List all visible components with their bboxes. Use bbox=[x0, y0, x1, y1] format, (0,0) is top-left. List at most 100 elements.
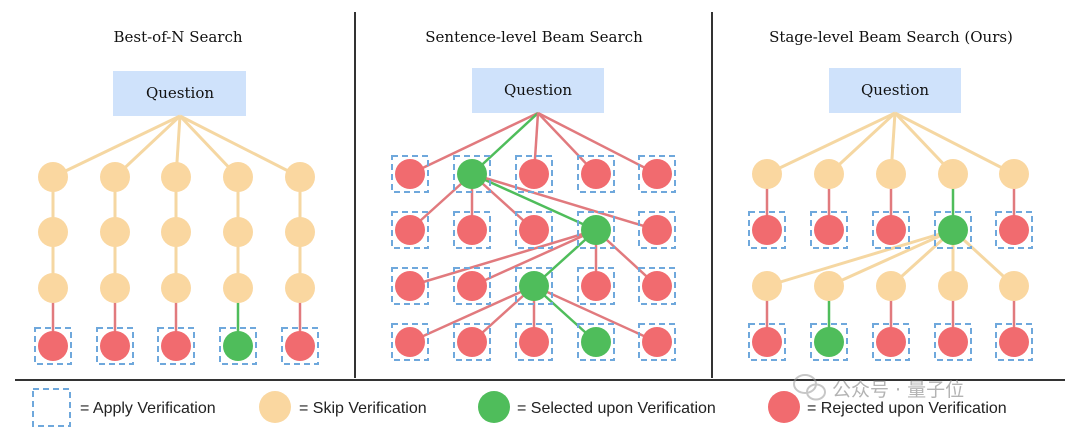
question-label: Question bbox=[146, 84, 214, 102]
rejected-node bbox=[395, 327, 425, 357]
skipped-node bbox=[100, 162, 130, 192]
rejected-node bbox=[876, 327, 906, 357]
verification-box bbox=[515, 211, 553, 249]
rejected-node bbox=[395, 215, 425, 245]
selected-node bbox=[581, 215, 611, 245]
verification-box bbox=[577, 323, 615, 361]
question-box-sentence-beam: Question bbox=[472, 68, 604, 113]
skipped-node bbox=[999, 271, 1029, 301]
skipped-node bbox=[223, 273, 253, 303]
rejected-node bbox=[519, 327, 549, 357]
edge-rejected bbox=[409, 228, 597, 288]
rejected-node bbox=[581, 271, 611, 301]
verification-box bbox=[638, 323, 676, 361]
rejected-node bbox=[457, 327, 487, 357]
rejected-node bbox=[642, 159, 672, 189]
nodes-layer bbox=[34, 155, 1033, 365]
edge-rejected bbox=[533, 284, 658, 344]
verification-box bbox=[872, 323, 910, 361]
selected-node bbox=[519, 271, 549, 301]
rejected-node bbox=[999, 215, 1029, 245]
edge-rejected bbox=[537, 111, 658, 176]
legend-skip-verification-label: = Skip Verification bbox=[299, 400, 427, 417]
rejected-node bbox=[100, 331, 130, 361]
skipped-node bbox=[814, 159, 844, 189]
verification-box bbox=[638, 155, 676, 193]
skipped-node bbox=[752, 159, 782, 189]
legend-apply-verification-icon bbox=[32, 388, 71, 427]
rejected-node bbox=[876, 215, 906, 245]
skipped-node bbox=[223, 162, 253, 192]
edge-skip bbox=[766, 228, 954, 288]
skipped-node bbox=[161, 162, 191, 192]
skipped-node bbox=[38, 162, 68, 192]
selected-node bbox=[938, 215, 968, 245]
edge-rejected bbox=[409, 284, 535, 344]
verification-box bbox=[281, 327, 319, 365]
rejected-node bbox=[395, 271, 425, 301]
skipped-node bbox=[752, 271, 782, 301]
verification-box bbox=[453, 323, 491, 361]
edge-selected bbox=[471, 172, 597, 232]
skipped-node bbox=[814, 271, 844, 301]
skipped-node bbox=[285, 217, 315, 247]
verification-box bbox=[96, 327, 134, 365]
rejected-node bbox=[395, 159, 425, 189]
rejected-node bbox=[999, 327, 1029, 357]
verification-box bbox=[391, 211, 429, 249]
question-box-best-of-n: Question bbox=[113, 71, 246, 116]
wechat-icon bbox=[793, 374, 826, 401]
panel-title-stage-beam: Stage-level Beam Search (Ours) bbox=[769, 28, 1013, 46]
legend-rejected-label: = Rejected upon Verification bbox=[807, 400, 1007, 417]
verification-box bbox=[577, 211, 615, 249]
legend: = Apply Verification = Skip Verification… bbox=[32, 388, 1007, 427]
verification-box bbox=[577, 267, 615, 305]
verification-box bbox=[934, 211, 972, 249]
rejected-node bbox=[38, 331, 68, 361]
rejected-node bbox=[752, 327, 782, 357]
skipped-node bbox=[876, 271, 906, 301]
skipped-node bbox=[38, 273, 68, 303]
rejected-node bbox=[519, 215, 549, 245]
skipped-node bbox=[876, 159, 906, 189]
verification-box bbox=[157, 327, 195, 365]
verification-box bbox=[515, 267, 553, 305]
verification-box bbox=[810, 323, 848, 361]
rejected-node bbox=[814, 215, 844, 245]
verification-box bbox=[453, 155, 491, 193]
verification-box bbox=[391, 323, 429, 361]
rejected-node bbox=[642, 215, 672, 245]
rejected-node bbox=[519, 159, 549, 189]
skipped-node bbox=[223, 217, 253, 247]
skipped-node bbox=[285, 273, 315, 303]
skipped-node bbox=[285, 162, 315, 192]
rejected-node bbox=[285, 331, 315, 361]
skipped-node bbox=[938, 271, 968, 301]
legend-selected-icon bbox=[478, 391, 510, 423]
rejected-node bbox=[642, 271, 672, 301]
verification-box bbox=[515, 323, 553, 361]
verification-box bbox=[219, 327, 257, 365]
selected-node bbox=[457, 159, 487, 189]
question-label: Question bbox=[861, 81, 929, 99]
edge-skip bbox=[766, 111, 896, 176]
verification-box bbox=[748, 323, 786, 361]
edge-skip bbox=[52, 114, 181, 179]
verification-box bbox=[515, 155, 553, 193]
skipped-node bbox=[161, 217, 191, 247]
rejected-node bbox=[752, 215, 782, 245]
legend-rejected-icon bbox=[768, 391, 800, 423]
verification-box bbox=[872, 211, 910, 249]
watermark-text: 公众号 · 量子位 bbox=[832, 379, 964, 401]
legend-apply-verification-label: = Apply Verification bbox=[80, 400, 216, 417]
skipped-node bbox=[161, 273, 191, 303]
watermark: 公众号 · 量子位 bbox=[793, 374, 964, 401]
selected-node bbox=[814, 327, 844, 357]
skipped-node bbox=[999, 159, 1029, 189]
verification-box bbox=[810, 211, 848, 249]
verification-box bbox=[638, 267, 676, 305]
verification-box bbox=[995, 211, 1033, 249]
verification-box bbox=[577, 155, 615, 193]
